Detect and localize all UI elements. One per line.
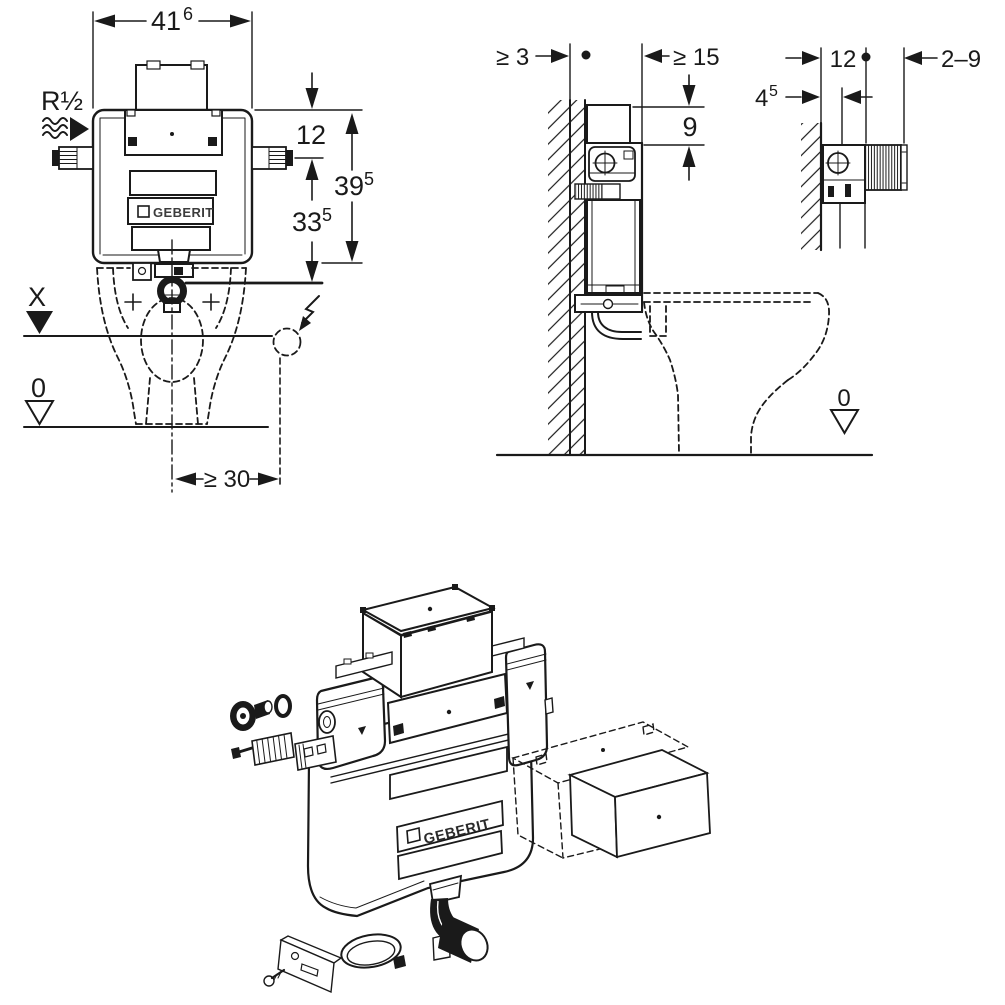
zero-level-label: 0 [31, 373, 46, 403]
access-panel [124, 109, 223, 156]
lower-height-dimension: 33 [292, 207, 322, 237]
o-ring [274, 694, 292, 718]
total-height-dimension: 39 [334, 171, 364, 201]
total-height-dimension-sup: 5 [364, 169, 374, 189]
x-axis-label: X [28, 282, 46, 312]
corner-detail-section: 12 2–9 4 5 [755, 46, 981, 252]
inlet-fitting [230, 700, 273, 731]
water-supply-label: R½ [41, 86, 83, 116]
min-wall-gap-dimension: ≥ 3 [496, 44, 529, 71]
x-level-marker [26, 311, 53, 334]
wc-pan-side-outline [643, 292, 830, 454]
wall-bracket-left [52, 146, 94, 170]
electrical-outlet-circle [272, 327, 302, 357]
arrow-right-icon [230, 14, 251, 28]
wall-hatch [548, 100, 585, 455]
width-dimension-sup: 6 [183, 4, 193, 24]
water-supply-arrow-icon [70, 117, 89, 141]
logo-square-icon [137, 205, 150, 218]
width-extension-lines [92, 11, 253, 109]
zero-level-marker [24, 400, 55, 426]
side-view-section: ≥ 3 ≥ 15 9 0 [495, 43, 874, 457]
lower-height-dimension-sup: 5 [322, 205, 332, 225]
width-dimension: 41 [151, 6, 181, 36]
finish-thickness-range-dimension: 2–9 [941, 46, 981, 73]
water-wave-icon [42, 117, 68, 139]
supply-offset-dimension-sup: 5 [769, 83, 778, 100]
fixing-cross-markers [124, 293, 220, 311]
zero-level-label-side: 0 [837, 385, 850, 412]
floor-bracket [263, 935, 343, 994]
flush-bend [132, 249, 194, 313]
supply-offset-dimension: 4 [755, 85, 768, 112]
insulation-outline-dashed [511, 721, 690, 859]
front-view-elevation: 41 6 R½ GEBERIT [23, 4, 374, 493]
wall-hatch-detail [801, 123, 821, 250]
zero-level-marker-side [829, 409, 860, 435]
wc-pan-outline [96, 267, 247, 425]
access-panel-exploded [386, 672, 509, 745]
install-depth-dimension: 12 [830, 46, 857, 73]
fastening-bracket-left [231, 732, 337, 771]
geberit-logo-text: GEBERIT [153, 205, 214, 220]
min-front-distance-dimension: ≥ 15 [673, 44, 720, 71]
arrow-left-icon [94, 14, 115, 28]
top-offset-dimension: 12 [296, 120, 326, 150]
logo-band-exploded [396, 799, 504, 854]
lightning-bolt-icon [301, 295, 320, 324]
wall-bracket-right [251, 146, 293, 170]
insulation-block [567, 749, 711, 859]
protection-box-height-dimension: 9 [682, 112, 697, 142]
cistern-detail-section [822, 144, 908, 204]
exploded-assembly-view: GEBERIT [230, 584, 711, 994]
logo-square-icon-exploded [406, 826, 421, 845]
min-side-distance-dimension: ≥ 30 [204, 466, 251, 493]
protection-box [135, 64, 208, 111]
protection-box-exploded [360, 584, 496, 699]
protection-box-side [586, 104, 631, 144]
pipe-clamp [325, 933, 406, 969]
outlet-elbow [428, 874, 489, 963]
cistern-side-section [574, 141, 644, 340]
